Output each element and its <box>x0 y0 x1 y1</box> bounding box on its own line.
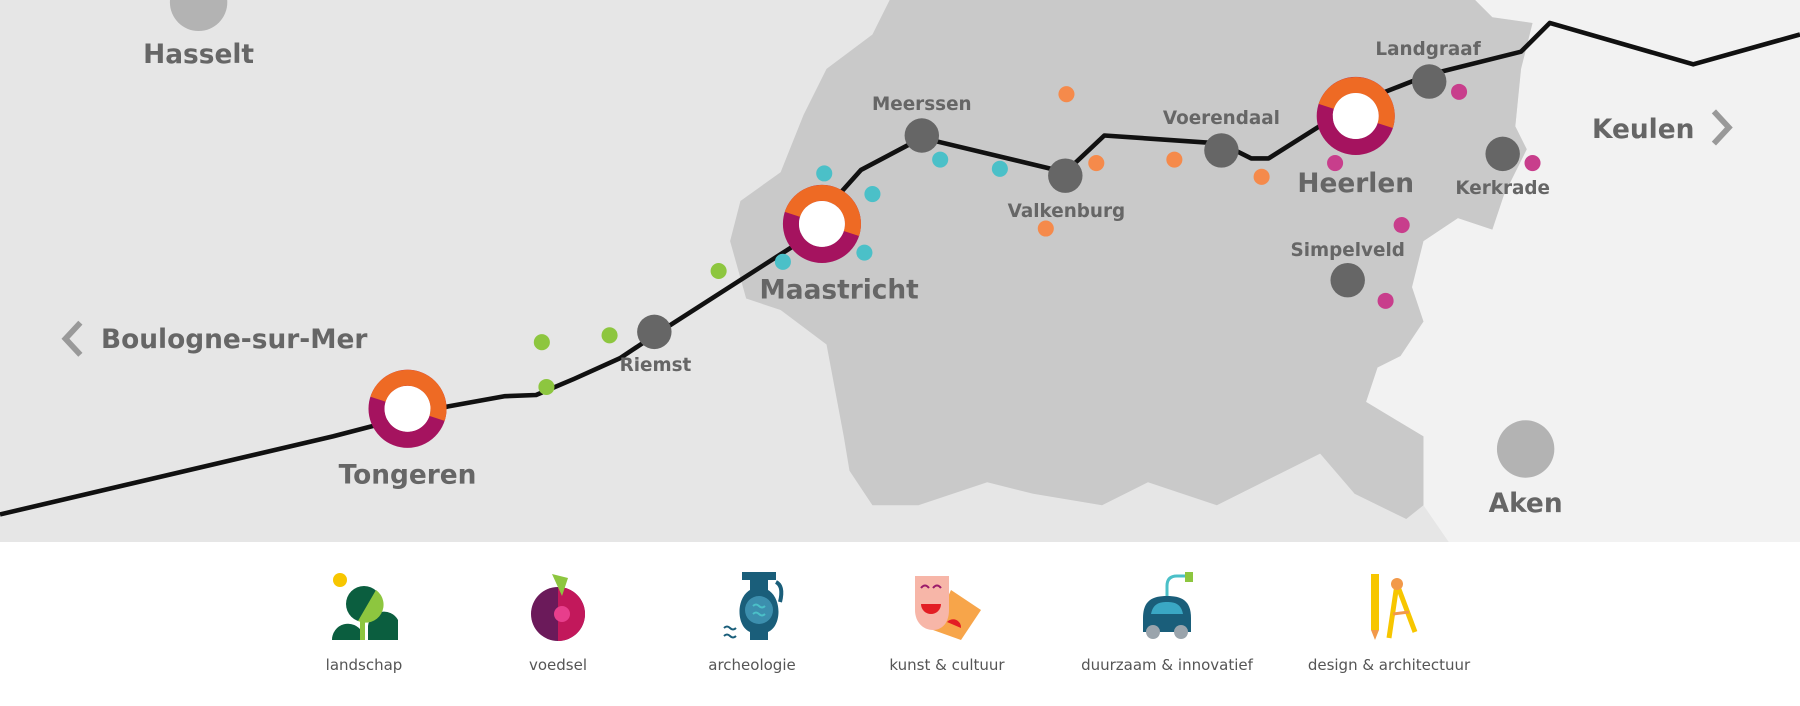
legend-label: design & architectuur <box>1307 656 1471 674</box>
city-label: Meerssen <box>872 94 972 115</box>
city-label: Heerlen <box>1297 168 1414 199</box>
city-stop[interactable]: Valkenburg <box>1008 158 1126 222</box>
ring-center <box>798 200 845 247</box>
city-label: Riemst <box>620 355 692 376</box>
city-marker <box>1496 420 1555 478</box>
electric-car-icon <box>1143 572 1193 639</box>
poi-dot-design[interactable] <box>1451 83 1468 100</box>
poi-dot-archeologie[interactable] <box>932 151 949 168</box>
poi-dot-kunst[interactable] <box>1088 155 1105 172</box>
poi-dot-design[interactable] <box>1377 292 1394 309</box>
legend-label: landschap <box>325 656 403 674</box>
city-marker <box>1330 262 1365 298</box>
poi-dot-kunst[interactable] <box>1253 168 1270 185</box>
city-outside[interactable]: Hasselt <box>143 0 254 70</box>
city-label: Voerendaal <box>1163 108 1280 129</box>
city-label: Landgraaf <box>1375 39 1481 60</box>
theater-masks-icon <box>915 576 981 640</box>
poi-dot-landschap[interactable] <box>710 262 727 280</box>
next-destination-label: Keulen <box>1592 114 1694 145</box>
legend-item-archeologie[interactable]: archeologie <box>642 570 862 674</box>
city-stop[interactable]: Riemst <box>620 314 692 376</box>
city-hub[interactable]: Maastricht <box>760 184 920 306</box>
legend-item-kunst-cultuur[interactable]: kunst & cultuur <box>837 570 1057 674</box>
legend-label: kunst & cultuur <box>889 656 1005 674</box>
city-stop[interactable]: Simpelveld <box>1291 240 1405 298</box>
poi-dot-archeologie[interactable] <box>991 160 1008 177</box>
legend-label: voedsel <box>528 656 587 674</box>
poi-dot-archeologie[interactable] <box>856 244 873 261</box>
city-label: Valkenburg <box>1008 201 1126 222</box>
legend-item-landschap[interactable]: landschap <box>254 570 474 674</box>
poi-dot-kunst[interactable] <box>1166 151 1183 168</box>
next-destination-link[interactable]: Keulen <box>1592 109 1733 146</box>
poi-dot-kunst[interactable] <box>1058 86 1075 103</box>
prev-destination-link[interactable]: Boulogne-sur-Mer <box>61 320 367 357</box>
city-label: Maastricht <box>760 275 920 306</box>
legend-item-duurzaam-innovatief[interactable]: duurzaam & innovatief <box>1057 570 1277 674</box>
poi-dot-archeologie[interactable] <box>774 253 791 270</box>
poi-dot-landschap[interactable] <box>538 378 555 396</box>
city-stop[interactable]: Landgraaf <box>1375 39 1482 99</box>
city-marker <box>637 314 672 350</box>
city-marker <box>169 0 228 31</box>
city-marker <box>1048 158 1083 193</box>
city-stop[interactable]: Kerkrade <box>1455 136 1550 199</box>
legend-item-design-architectuur[interactable]: design & architectuur <box>1279 570 1499 674</box>
poi-dot-archeologie[interactable] <box>816 165 833 182</box>
city-marker <box>1485 136 1520 172</box>
city-label: Kerkrade <box>1455 178 1550 199</box>
city-hub[interactable]: Heerlen <box>1297 76 1414 199</box>
south-limburg-region <box>730 0 1533 520</box>
poi-dot-design[interactable] <box>1393 217 1410 234</box>
ring-marker-top <box>1318 76 1395 129</box>
poi-dot-design[interactable] <box>1524 155 1541 172</box>
chevron-right-icon <box>1711 109 1733 146</box>
city-marker <box>1204 133 1239 168</box>
vase-icon <box>723 572 784 640</box>
city-stop[interactable]: Meerssen <box>872 94 972 153</box>
prev-destination-label: Boulogne-sur-Mer <box>101 324 367 355</box>
chevron-left-icon <box>61 320 83 357</box>
city-hub[interactable]: Tongeren <box>339 369 477 491</box>
city-marker <box>1411 64 1447 99</box>
legend-label: archeologie <box>708 656 796 674</box>
city-marker <box>904 118 940 153</box>
pencil-compass-icon <box>1371 574 1418 640</box>
ring-marker-top <box>784 184 861 236</box>
city-stop[interactable]: Voerendaal <box>1163 108 1280 168</box>
legend-item-voedsel[interactable]: voedsel <box>448 570 668 674</box>
beet-icon <box>531 574 585 641</box>
poi-dot-landschap[interactable] <box>601 327 618 344</box>
category-legend: landschap voedsel archeologie kunst <box>0 542 1800 706</box>
legend-label: duurzaam & innovatief <box>1081 656 1253 674</box>
ring-marker-top <box>370 369 447 421</box>
poi-dot-design[interactable] <box>1327 155 1344 172</box>
ring-center <box>1332 93 1379 139</box>
poi-dot-kunst[interactable] <box>1037 220 1054 237</box>
route-line <box>0 20 1800 517</box>
city-label: Simpelveld <box>1291 240 1405 261</box>
ring-center <box>384 385 431 432</box>
poi-dot-archeologie[interactable] <box>864 186 881 203</box>
city-outside[interactable]: Aken <box>1489 420 1563 519</box>
poi-dot-landschap[interactable] <box>533 334 550 351</box>
city-label: Hasselt <box>143 39 254 70</box>
city-label: Tongeren <box>339 459 477 490</box>
tree-icon <box>331 573 398 640</box>
germany-area <box>1366 0 1800 542</box>
city-label: Aken <box>1489 488 1563 519</box>
